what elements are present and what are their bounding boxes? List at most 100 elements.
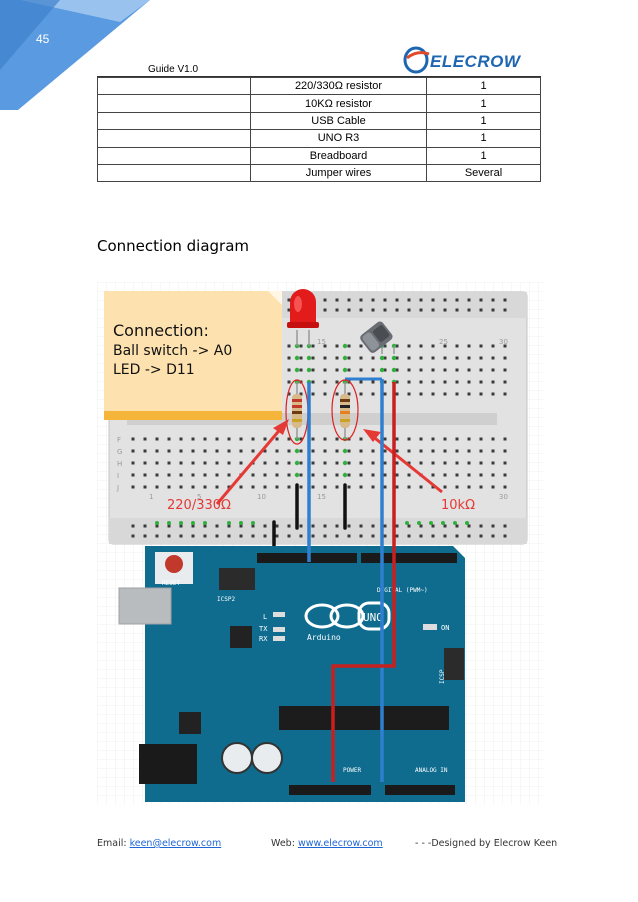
breadboard-hole [503, 449, 507, 453]
breadboard-hole [287, 534, 291, 538]
breadboard-hole [407, 485, 411, 489]
breadboard-hole [383, 368, 387, 372]
note-line-1: Ball switch -> A0 [113, 343, 232, 359]
breadboard-hole [335, 485, 339, 489]
breadboard-hole [431, 473, 435, 477]
breadboard-hole [311, 449, 315, 453]
connection-dots [155, 343, 469, 525]
breadboard-hole [371, 380, 375, 384]
breadboard-hole [323, 437, 327, 441]
breadboard-hole [395, 449, 399, 453]
svg-text:G: G [117, 448, 122, 456]
breadboard-hole [479, 356, 483, 360]
breadboard-hole [155, 437, 159, 441]
web-link[interactable]: www.elecrow.com [297, 838, 383, 849]
breadboard-hole [227, 485, 231, 489]
breadboard-hole [503, 344, 507, 348]
header-rule [97, 76, 541, 77]
breadboard-hole [311, 534, 315, 538]
breadboard-hole [131, 437, 135, 441]
breadboard-hole [299, 392, 303, 396]
footer-email: Email: keen@elecrow.com [97, 838, 222, 849]
breadboard-hole [359, 392, 363, 396]
breadboard-hole [383, 449, 387, 453]
breadboard-hole [431, 534, 435, 538]
breadboard-hole [419, 437, 423, 441]
power-label: POWER [343, 767, 361, 774]
breadboard-hole [275, 449, 279, 453]
breadboard-hole [455, 485, 459, 489]
breadboard-hole [503, 485, 507, 489]
breadboard-hole [275, 461, 279, 465]
breadboard-hole [179, 534, 183, 538]
resistor-220 [285, 379, 309, 445]
breadboard-hole [311, 392, 315, 396]
breadboard-hole [491, 392, 495, 396]
breadboard-hole [419, 449, 423, 453]
breadboard-hole [491, 298, 495, 302]
breadboard-hole [323, 461, 327, 465]
breadboard-hole [335, 308, 339, 312]
breadboard-hole [143, 485, 147, 489]
breadboard-hole [347, 473, 351, 477]
breadboard-hole [167, 437, 171, 441]
breadboard-hole [455, 344, 459, 348]
breadboard-hole [335, 524, 339, 528]
breadboard-hole [287, 461, 291, 465]
breadboard-hole [383, 461, 387, 465]
breadboard-hole [443, 368, 447, 372]
breadboard-hole [203, 524, 207, 528]
breadboard-hole [311, 380, 315, 384]
uno-label: UNO [363, 611, 383, 624]
note-title: Connection: [113, 321, 209, 340]
arduino-board [118, 546, 465, 802]
breadboard-hole [299, 437, 303, 441]
breadboard-hole [227, 449, 231, 453]
breadboard-hole [287, 437, 291, 441]
breadboard-hole [263, 461, 267, 465]
breadboard-hole [395, 392, 399, 396]
breadboard-hole [311, 368, 315, 372]
guide-version: Guide V1.0 [148, 64, 199, 75]
breadboard-hole [215, 524, 219, 528]
breadboard-hole [371, 298, 375, 302]
breadboard-hole [371, 308, 375, 312]
breadboard-hole [275, 534, 279, 538]
breadboard-hole [287, 308, 291, 312]
svg-text:J: J [116, 484, 119, 492]
breadboard-hole [443, 392, 447, 396]
breadboard-hole [179, 437, 183, 441]
breadboard-hole [455, 368, 459, 372]
breadboard-hole [395, 344, 399, 348]
breadboard-hole [383, 298, 387, 302]
breadboard-hole [395, 473, 399, 477]
breadboard-hole [191, 534, 195, 538]
breadboard-hole [419, 380, 423, 384]
breadboard-hole [239, 485, 243, 489]
breadboard-hole [443, 380, 447, 384]
breadboard-hole [311, 356, 315, 360]
breadboard-hole [431, 298, 435, 302]
breadboard-hole [311, 437, 315, 441]
cell-blank [97, 111, 251, 131]
cell-qty: 1 [426, 111, 541, 131]
breadboard-hole [203, 437, 207, 441]
breadboard-hole [395, 380, 399, 384]
breadboard-hole [239, 461, 243, 465]
breadboard-hole [155, 461, 159, 465]
red-led [287, 289, 319, 346]
breadboard-hole [359, 473, 363, 477]
svg-text:15: 15 [317, 493, 326, 501]
breadboard-hole [347, 449, 351, 453]
breadboard-hole [467, 524, 471, 528]
led-l-label: L [263, 613, 267, 621]
breadboard-hole [299, 449, 303, 453]
email-link[interactable]: keen@elecrow.com [129, 838, 222, 849]
cell-item: UNO R3 [250, 129, 427, 148]
breadboard-hole [443, 356, 447, 360]
breadboard-hole [239, 534, 243, 538]
breadboard-hole [359, 437, 363, 441]
breadboard-hole [419, 534, 423, 538]
